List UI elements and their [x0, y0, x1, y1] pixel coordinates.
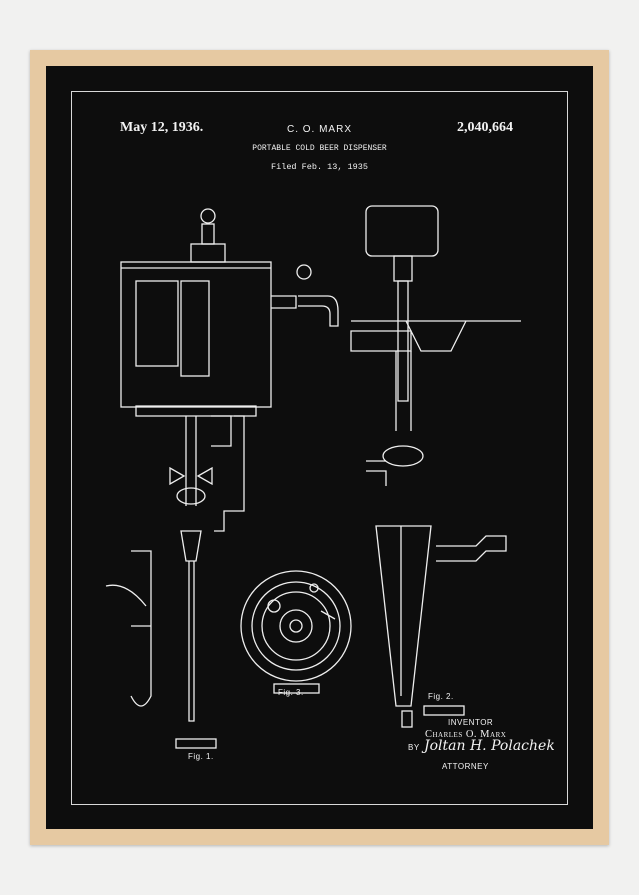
fig3-label: Fig. 3.	[278, 688, 304, 697]
fig1-label: Fig. 1.	[188, 752, 214, 761]
inventor-name: Charles O. Marx	[425, 729, 507, 740]
by-label: BY	[408, 743, 420, 752]
fig2-drawing	[350, 205, 521, 728]
attorney-signature: Joltan H. Polachek	[424, 738, 555, 754]
filed-date: Filed Feb. 13, 1935	[271, 162, 368, 172]
fig2-label: Fig. 2.	[428, 692, 454, 701]
inventor-label: INVENTOR	[448, 718, 494, 727]
attorney-label: ATTORNEY	[442, 762, 489, 771]
fig3-drawing	[240, 570, 352, 694]
patent-number: 2,040,664	[457, 120, 513, 135]
patent-date: May 12, 1936.	[120, 120, 204, 135]
patent-poster: May 12, 1936. C. O. MARX 2,040,664 PORTA…	[46, 66, 593, 829]
fig1-drawing	[105, 208, 339, 749]
patent-drawing	[105, 205, 521, 749]
poster-border	[71, 91, 568, 805]
wooden-frame: May 12, 1936. C. O. MARX 2,040,664 PORTA…	[30, 50, 609, 845]
inventor-short: C. O. MARX	[286, 124, 352, 135]
patent-title: PORTABLE COLD BEER DISPENSER	[252, 144, 387, 153]
